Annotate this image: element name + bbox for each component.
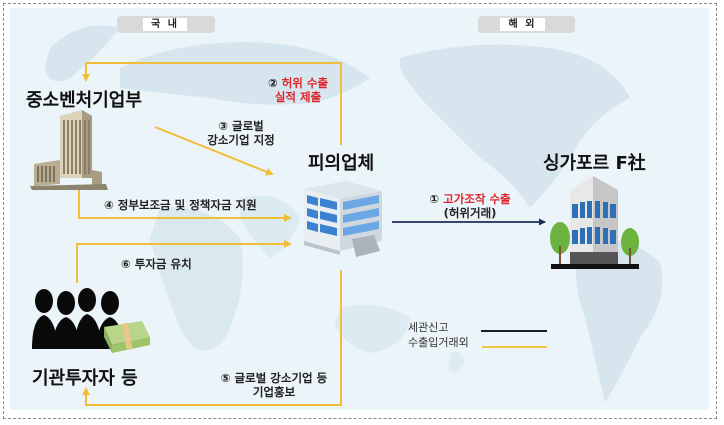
step3-line2: 강소기업 지정 (207, 133, 275, 147)
suspect-building-icon (304, 181, 382, 257)
step2-line2: 실적 제출 (274, 90, 322, 104)
legend-customs-line (481, 330, 547, 332)
step2-line1: 허위 수출 (281, 76, 329, 90)
region-label-domestic: 국 내 (143, 18, 187, 31)
step1-sub: (허위거래) (443, 206, 497, 220)
legend: 세관신고 수출입거래외 (408, 320, 469, 350)
singapore-building-icon (550, 176, 639, 269)
legend-nontrade-label: 수출입거래외 (408, 336, 469, 349)
node-singapore-label: 싱가포르 F社 (543, 153, 646, 174)
step3-note: ③ 글로벌 강소기업 지정 (198, 119, 284, 147)
legend-nontrade-line (482, 346, 547, 348)
diagram-frame (3, 3, 717, 419)
step6-note: ⑥ 투자금 유치 (121, 257, 192, 271)
step2-note: ② 허위 수출 실적 제출 (258, 76, 338, 104)
ministry-building-icon (30, 110, 108, 190)
step3-line1: ③ 글로벌 (218, 119, 264, 133)
legend-customs-label: 세관신고 (408, 321, 449, 334)
step4-note: ④ 정부보조금 및 정책자금 지원 (104, 198, 257, 212)
investors-silhouette-icon (32, 288, 150, 353)
step1-main: 고가조작 수출 (443, 192, 511, 206)
step1-number: ① (429, 192, 440, 206)
node-investors-label: 기관투자자 등 (32, 368, 138, 389)
step1-note: ① 고가조작 수출 (허위거래) (415, 192, 525, 220)
step2-number: ② (267, 76, 278, 90)
node-ministry-label: 중소벤처기업부 (26, 90, 142, 111)
step5-line2: 기업홍보 (252, 385, 296, 399)
region-pill-overseas: 해 외 (478, 16, 575, 33)
region-label-overseas: 해 외 (500, 18, 545, 31)
money-stack-icon (104, 321, 150, 353)
step5-note: ⑤ 글로벌 강소기업 등 기업홍보 (214, 371, 334, 399)
region-pill-domestic: 국 내 (117, 16, 215, 33)
step5-line1: ⑤ 글로벌 강소기업 등 (220, 371, 328, 385)
continent-shapes-icon (45, 25, 663, 403)
node-suspect-label: 피의업체 (308, 153, 375, 174)
